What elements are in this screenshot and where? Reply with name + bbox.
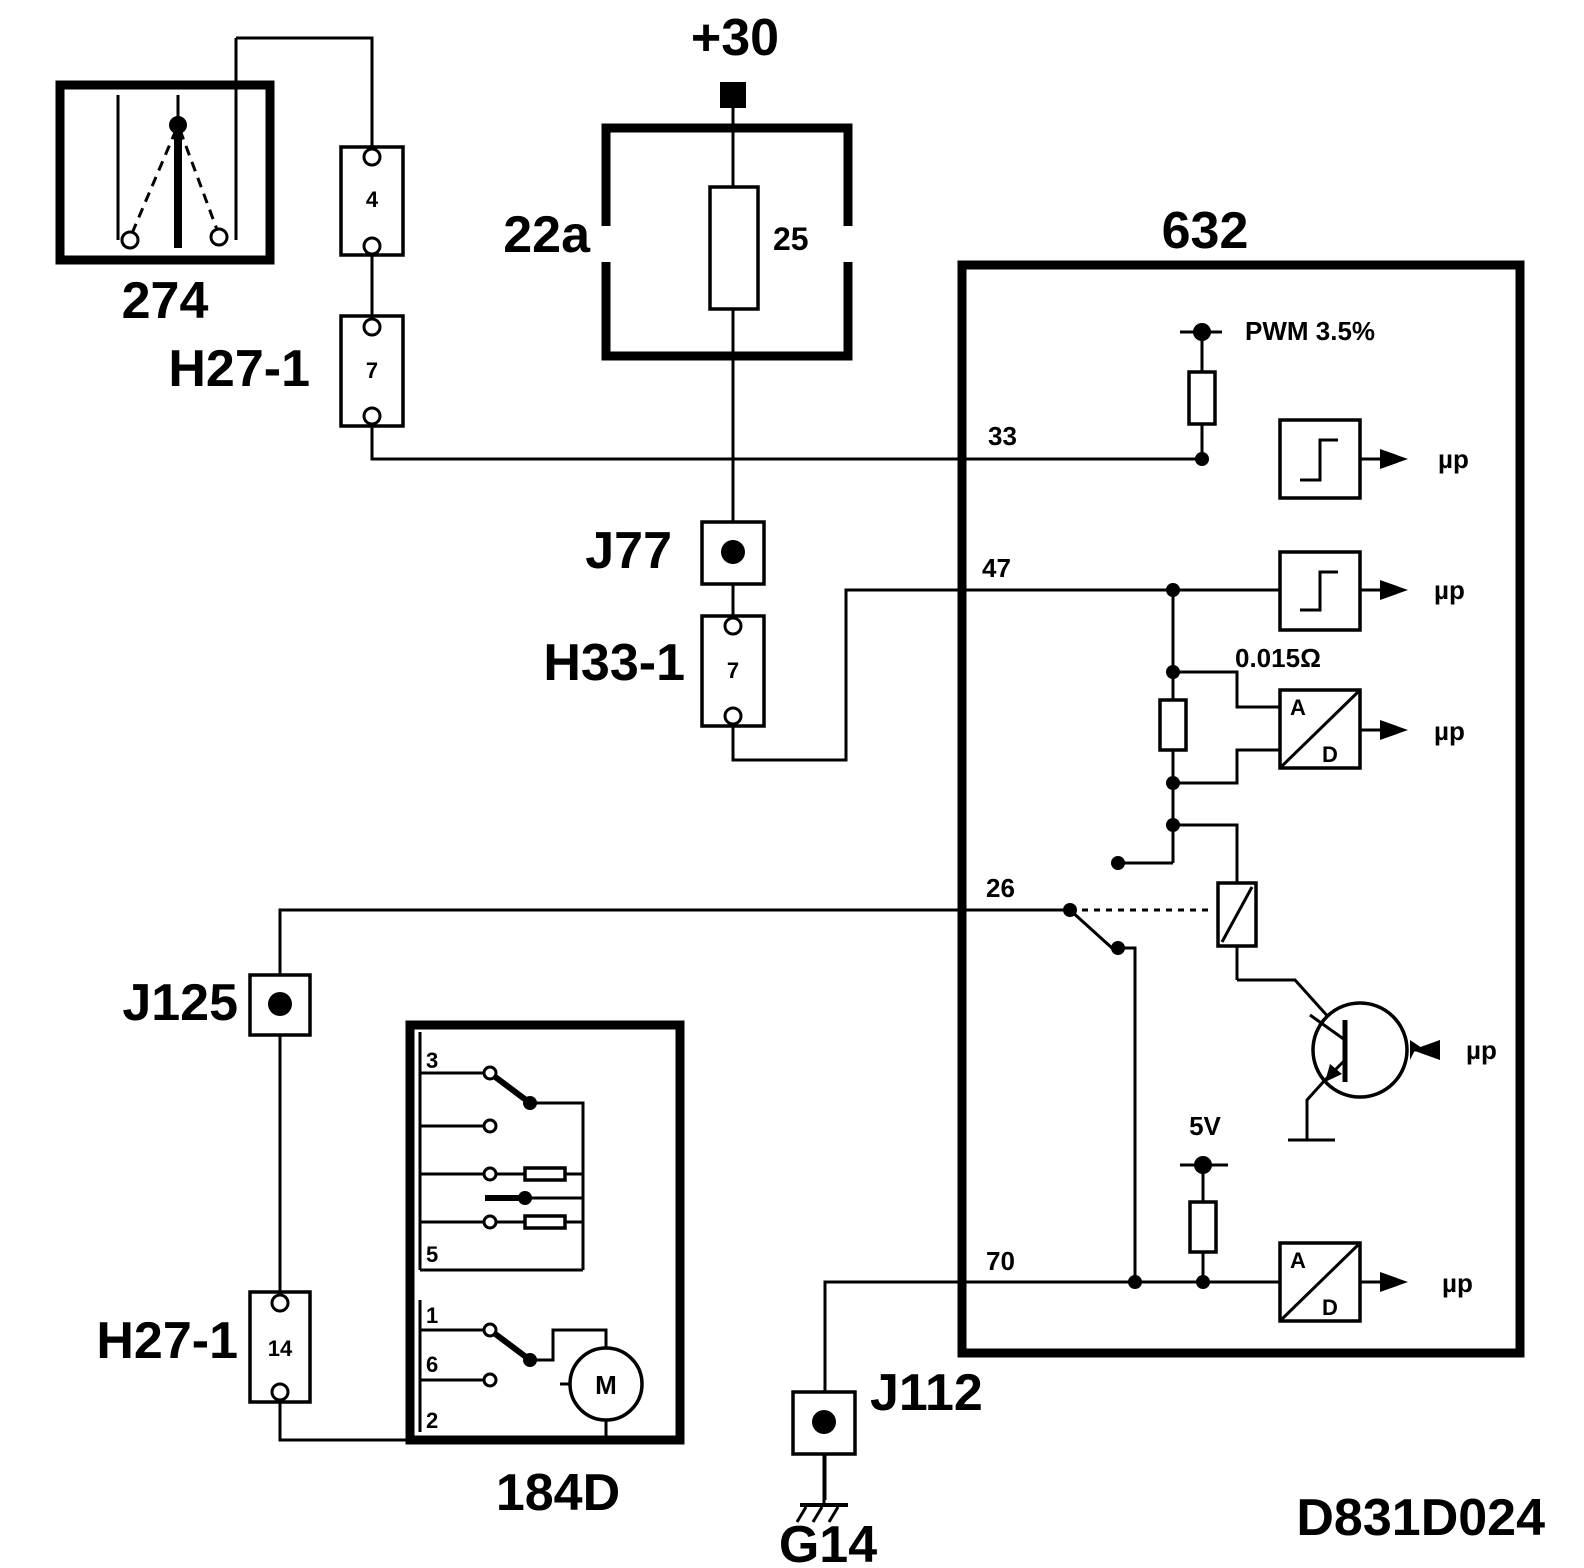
shunt-resistor <box>1158 698 1188 752</box>
motor-label: M <box>595 1370 617 1400</box>
sensor-274-box <box>55 80 275 265</box>
j112-label: J112 <box>870 1364 983 1422</box>
pwm-label: PWM 3.5% <box>1245 316 1375 346</box>
arrow-70 <box>1380 1272 1408 1292</box>
ground-g14-symbol <box>795 1455 848 1523</box>
sw-pin-5: 5 <box>426 1242 438 1267</box>
j125-label: J125 <box>122 974 238 1032</box>
h27-lower-pin: 14 <box>268 1336 293 1361</box>
sw-pin-1: 1 <box>426 1303 438 1328</box>
connector-h27-lower <box>248 1290 312 1404</box>
battery-terminal <box>720 82 746 108</box>
connector-h33 <box>700 614 766 728</box>
drawing-id: D831D024 <box>1296 1489 1545 1547</box>
sensor-274-contacts <box>116 38 238 250</box>
h27-upper-pin-a: 4 <box>366 187 379 212</box>
shunt-label: 0.015Ω <box>1235 643 1321 673</box>
ecu-pin-70: 70 <box>986 1246 1015 1276</box>
micro-label-adc: µp <box>1434 716 1465 746</box>
fuse-box-label: 22a <box>503 206 591 264</box>
ecu-components <box>1063 323 1440 1323</box>
h33-label: H33-1 <box>543 634 685 692</box>
arrow-47 <box>1380 580 1408 600</box>
adc-70-a: A <box>1290 1248 1306 1273</box>
labels: +30 274 H27-1 4 7 22a 25 632 J77 H33-1 7… <box>96 9 1545 1568</box>
connector-h27-upper <box>339 145 405 428</box>
arrow-adc <box>1380 720 1408 740</box>
j77-label: J77 <box>585 522 672 580</box>
splice-j77 <box>700 520 766 586</box>
supply-label: +30 <box>691 9 779 67</box>
switch-184d-internals <box>418 1032 608 1440</box>
ground-label: G14 <box>779 1516 877 1568</box>
control-unit-632-box <box>957 260 1525 1358</box>
control-unit-label: 632 <box>1162 202 1249 260</box>
switch-184d-label: 184D <box>496 1464 620 1522</box>
sw-pin-2: 2 <box>426 1408 438 1433</box>
h27-upper-label: H27-1 <box>168 340 310 398</box>
h27-lower-label: H27-1 <box>96 1312 238 1370</box>
ref-voltage-label: 5V <box>1189 1111 1221 1141</box>
pwm-resistor <box>1187 370 1217 426</box>
adc-70-d: D <box>1322 1295 1338 1320</box>
ecu-pin-47: 47 <box>982 553 1011 583</box>
arrow-33 <box>1380 449 1408 469</box>
micro-label-70: µp <box>1442 1268 1473 1298</box>
fuse-box-22a <box>598 123 856 361</box>
ecu-pin-33: 33 <box>988 421 1017 451</box>
ecu-pin-26: 26 <box>986 873 1015 903</box>
h33-pin: 7 <box>727 658 739 683</box>
sw-pin-3: 3 <box>426 1048 438 1073</box>
reference-resistor <box>1188 1200 1218 1254</box>
micro-label-base: µp <box>1466 1035 1497 1065</box>
micro-label-33: µp <box>1438 444 1469 474</box>
relay-coil <box>1216 881 1258 948</box>
fuse-25 <box>708 185 760 311</box>
sw-pin-6: 6 <box>426 1352 438 1377</box>
adc-shunt-d: D <box>1322 742 1338 767</box>
micro-label-47: µp <box>1434 575 1465 605</box>
fuse-label: 25 <box>773 221 809 257</box>
motor-symbol: M <box>568 1346 644 1422</box>
adc-shunt-a: A <box>1290 695 1306 720</box>
splice-j112 <box>791 1390 857 1456</box>
sensor-274-label: 274 <box>122 272 209 330</box>
h27-upper-pin-b: 7 <box>366 358 378 383</box>
splice-j125 <box>248 973 312 1037</box>
transistor <box>1309 1001 1409 1099</box>
